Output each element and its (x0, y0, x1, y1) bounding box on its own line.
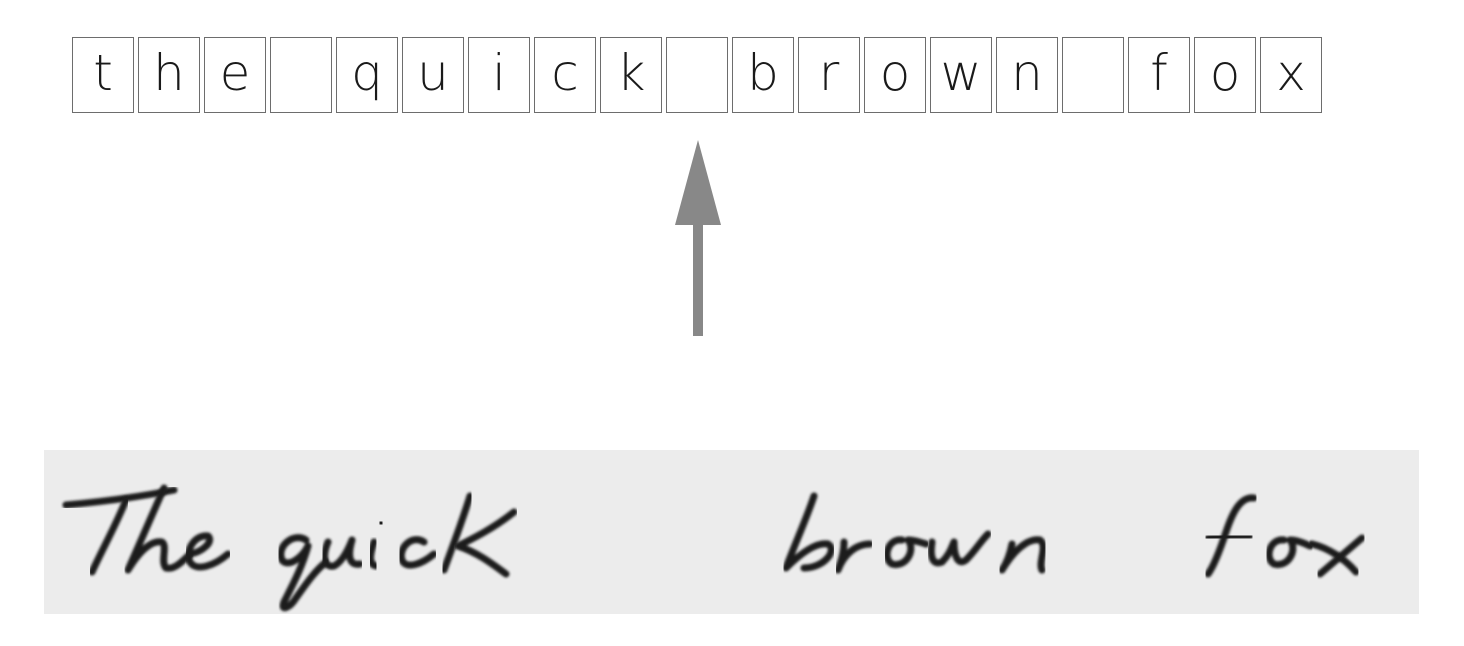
char-cell: e (204, 37, 266, 113)
hw-stroke (1316, 534, 1366, 578)
hw-stroke (1265, 536, 1314, 569)
hw-stroke (834, 538, 874, 574)
char-cell: i (468, 37, 530, 113)
handwritten-text-image (44, 450, 1419, 614)
arrow-shaft (693, 222, 703, 336)
hw-stroke (998, 536, 1047, 574)
char-cell: t (72, 37, 134, 113)
char-cell: n (996, 37, 1058, 113)
arrow-up-icon (675, 140, 721, 336)
char-cell: u (402, 37, 464, 113)
arrow-head (675, 140, 721, 225)
char-cell: c (534, 37, 596, 113)
hw-stroke (883, 536, 930, 569)
hw-stroke (927, 530, 992, 567)
char-cell-space (1062, 37, 1124, 113)
hw-stroke (1204, 494, 1258, 578)
char-cell: h (138, 37, 200, 113)
hw-stroke (782, 492, 835, 572)
char-cell: q (336, 37, 398, 113)
hw-stroke (321, 536, 364, 570)
hw-stroke (397, 536, 438, 569)
char-cell: r (798, 37, 860, 113)
hw-stroke (185, 532, 232, 571)
char-cell: x (1260, 37, 1322, 113)
char-cell-space (666, 37, 728, 113)
hw-stroke (124, 484, 194, 574)
char-cell: o (1194, 37, 1256, 113)
char-cell: w (930, 37, 992, 113)
hw-stroke (440, 492, 474, 574)
hw-stroke (277, 534, 330, 612)
hw-stroke (454, 508, 518, 578)
hw-stroke (367, 538, 380, 570)
char-cell: b (732, 37, 794, 113)
char-cell: k (600, 37, 662, 113)
hw-stroke (88, 496, 130, 576)
hw-stroke (376, 518, 386, 528)
char-cell-space (270, 37, 332, 113)
char-cell: f (1128, 37, 1190, 113)
hw-stroke (1308, 540, 1360, 576)
char-cell: o (864, 37, 926, 113)
hw-stroke (1204, 532, 1254, 542)
handwriting-strokes (62, 484, 1366, 612)
